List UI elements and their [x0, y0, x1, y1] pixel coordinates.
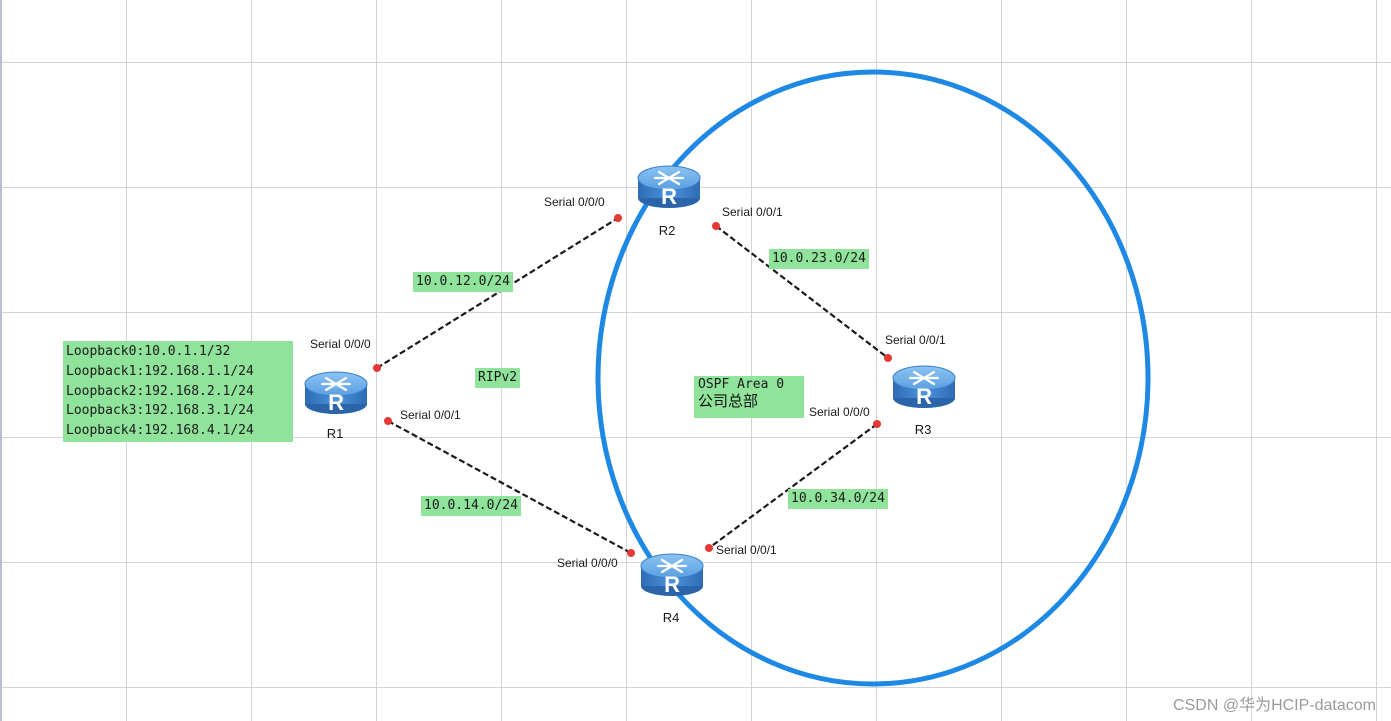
router-r2-badge: R — [661, 184, 677, 209]
router-icon: R — [304, 371, 368, 415]
port-label-r4-s001: Serial 0/0/1 — [716, 543, 777, 557]
port-label-r3-s001: Serial 0/0/1 — [885, 333, 946, 347]
ospf-area-label[interactable]: OSPF Area 0 公司总部 — [694, 376, 804, 418]
ospf-area-title: OSPF Area 0 — [698, 377, 785, 392]
canvas-left-border — [0, 0, 2, 721]
port-dot-r4-s000[interactable] — [627, 549, 635, 557]
loopback-item: Loopback0:10.0.1.1/32 — [66, 344, 231, 359]
ospf-area-subtitle: 公司总部 — [698, 392, 759, 410]
port-dot-r2-s000[interactable] — [614, 214, 622, 222]
link-r2-r3[interactable] — [715, 225, 889, 359]
port-dot-r1-s000[interactable] — [373, 364, 381, 372]
router-r2[interactable]: R — [637, 165, 701, 209]
router-r4-badge: R — [664, 572, 680, 597]
link-r1-r4[interactable] — [387, 420, 632, 554]
network-label-r3-r4[interactable]: 10.0.34.0/24 — [788, 489, 888, 509]
link-r1-r2[interactable] — [376, 217, 619, 369]
port-label-r1-s001: Serial 0/0/1 — [400, 408, 461, 422]
router-icon: R — [892, 365, 956, 409]
loopback-item: Loopback2:192.168.2.1/24 — [66, 383, 254, 399]
ospf-area-ellipse[interactable] — [595, 69, 1151, 687]
router-name-r3: R3 — [914, 422, 932, 437]
router-name-r1: R1 — [326, 426, 344, 441]
router-name-r4: R4 — [662, 610, 680, 625]
router-r4[interactable]: R — [640, 553, 704, 597]
network-label-r2-r3[interactable]: 10.0.23.0/24 — [769, 249, 869, 269]
loopback-item: Loopback3:192.168.3.1/24 — [66, 403, 254, 419]
port-dot-r2-s001[interactable] — [712, 222, 720, 230]
loopback-list[interactable]: Loopback0:10.0.1.1/32 Loopback1:192.168.… — [63, 341, 293, 442]
link-r3-r4[interactable] — [708, 423, 878, 549]
router-r3[interactable]: R — [892, 365, 956, 409]
port-label-r1-s000: Serial 0/0/0 — [310, 337, 371, 351]
port-dot-r3-s001[interactable] — [884, 354, 892, 362]
router-r1[interactable]: R — [304, 371, 368, 415]
port-label-r4-s000: Serial 0/0/0 — [557, 556, 618, 570]
watermark: CSDN @华为HCIP-datacom — [1173, 697, 1376, 714]
router-icon: R — [637, 165, 701, 209]
router-name-r2: R2 — [658, 223, 676, 238]
router-r1-badge: R — [328, 390, 344, 415]
port-dot-r4-s001[interactable] — [705, 544, 713, 552]
network-label-r1-r2[interactable]: 10.0.12.0/24 — [413, 272, 513, 292]
protocol-label-ripv2[interactable]: RIPv2 — [475, 368, 521, 388]
port-dot-r3-s000[interactable] — [873, 420, 881, 428]
loopback-item: Loopback1:192.168.1.1/24 — [66, 363, 254, 379]
router-r3-badge: R — [916, 384, 932, 409]
loopback-item: Loopback4:192.168.4.1/24 — [66, 423, 254, 439]
router-icon: R — [640, 553, 704, 597]
port-label-r2-s001: Serial 0/0/1 — [722, 205, 783, 219]
port-dot-r1-s001[interactable] — [384, 417, 392, 425]
port-label-r3-s000: Serial 0/0/0 — [809, 405, 870, 419]
port-label-r2-s000: Serial 0/0/0 — [544, 195, 605, 209]
network-label-r1-r4[interactable]: 10.0.14.0/24 — [421, 496, 521, 516]
